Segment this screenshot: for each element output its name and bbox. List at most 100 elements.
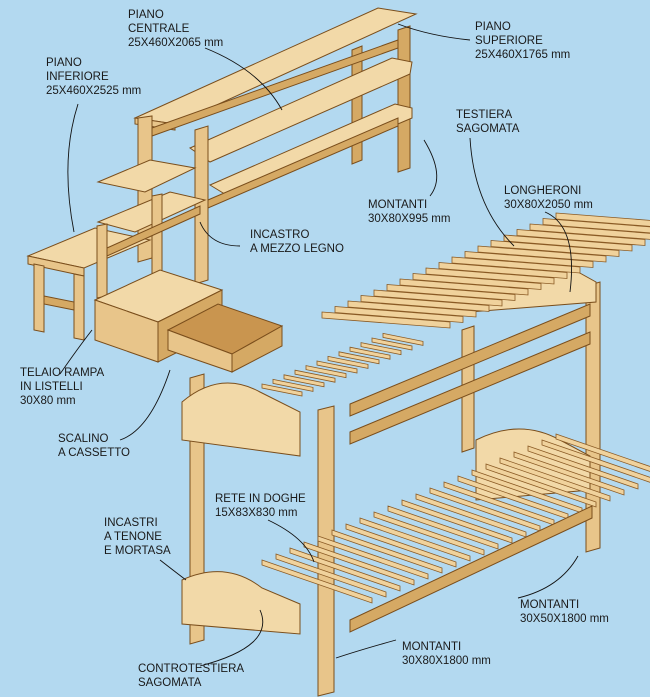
drawer-side — [231, 325, 283, 373]
slat — [359, 517, 471, 562]
leader-incastri — [159, 559, 187, 581]
label-line: 30X50X1800 mm — [520, 613, 609, 625]
slat — [305, 365, 347, 379]
label-line: SAGOMATA — [138, 677, 202, 689]
slat — [349, 346, 391, 360]
label-piano-inferiore: PIANO INFERIORE 25X460X2525 mm — [46, 56, 141, 98]
slat — [338, 351, 380, 365]
label-line: PIANO — [46, 57, 82, 69]
label-incastro: INCASTRO A MEZZO LEGNO — [250, 228, 344, 256]
drawer-step — [93, 269, 284, 373]
slat — [490, 240, 620, 257]
slat — [516, 229, 646, 246]
leader-lines — [59, 23, 579, 667]
top-slats — [321, 212, 650, 329]
label-piano-centrale: PIANO CENTRALE 25X460X2065 mm — [128, 8, 223, 50]
stair-rail — [43, 295, 75, 311]
label-line: 30X80X2050 mm — [504, 199, 593, 211]
slat — [529, 223, 650, 240]
label-line: A MEZZO LEGNO — [250, 243, 344, 255]
leader-testiera — [469, 137, 515, 247]
slat — [334, 306, 464, 323]
label-incastri: INCASTRI A TENONE E MORTASA — [104, 516, 171, 558]
label-piano-superiore: PIANO SUPERIORE 25X460X1765 mm — [475, 20, 570, 62]
leader-controtestiera — [199, 609, 264, 667]
label-line: E MORTASA — [104, 545, 171, 557]
label-line: LONGHERONI — [504, 185, 582, 197]
slat — [451, 256, 581, 274]
stair-rail — [106, 205, 201, 257]
slat — [485, 463, 597, 508]
label-longheroni: LONGHERONI 30X80X2050 mm — [504, 184, 593, 212]
label-line: A TENONE — [104, 531, 162, 543]
shelf-rail — [151, 39, 399, 137]
slat — [399, 278, 529, 296]
label-line: INCASTRO — [250, 229, 310, 241]
leader-rete — [267, 519, 315, 563]
label-line: SAGOMATA — [456, 123, 520, 135]
label-montanti-right: MONTANTI 30X50X1800 mm — [520, 598, 609, 626]
slat — [317, 535, 429, 580]
slat — [373, 511, 485, 556]
stair-board — [96, 159, 197, 193]
label-line: A CASSETTO — [58, 447, 131, 459]
label-line: IN LISTELLI — [20, 381, 83, 393]
label-scalino: SCALINO A CASSETTO — [58, 432, 130, 460]
label-line: PIANO — [475, 21, 511, 33]
slat — [261, 383, 303, 397]
label-line: MONTANTI — [520, 599, 580, 611]
label-line: 25X460X2525 mm — [46, 85, 142, 97]
slat — [331, 529, 443, 574]
slat — [503, 234, 633, 252]
label-line: 30X80X995 mm — [368, 213, 451, 225]
slat — [347, 300, 477, 318]
label-line: 25X460X1765 mm — [475, 49, 571, 61]
leader-incastro — [199, 221, 241, 247]
label-montanti-bottom: MONTANTI 30X80X1800 mm — [402, 640, 491, 668]
shelf-back-post — [397, 25, 411, 173]
testiera-left — [181, 382, 301, 457]
label-controtestiera: CONTROTESTIERA SAGOMATA — [138, 662, 244, 690]
label-montanti-top: MONTANTI 30X80X995 mm — [368, 198, 450, 226]
slat — [261, 559, 373, 604]
slat — [412, 273, 542, 290]
slat — [345, 523, 457, 568]
slat — [438, 262, 568, 279]
slat — [283, 374, 325, 388]
leader-montanti-bottom — [335, 639, 397, 659]
slat — [373, 289, 503, 307]
stair-leg — [33, 263, 45, 333]
slat — [527, 445, 639, 490]
slat — [387, 505, 499, 550]
label-line: 30X80 mm — [20, 395, 76, 407]
slat — [386, 284, 516, 301]
label-line: PIANO — [128, 9, 164, 21]
under-slats — [261, 332, 424, 397]
slat — [513, 451, 625, 496]
label-line: 30X80X1800 mm — [402, 655, 491, 667]
top-bunk — [181, 212, 650, 697]
label-testiera: TESTIERA SAGOMATA — [456, 108, 519, 136]
longherone — [349, 331, 591, 445]
slat — [477, 245, 607, 263]
label-line: TELAIO RAMPA — [20, 367, 105, 379]
slat — [371, 337, 413, 351]
slat — [464, 251, 594, 268]
label-line: 15X83X830 mm — [215, 507, 298, 519]
slat — [360, 342, 402, 356]
leader-montanti-top — [423, 139, 438, 197]
slat — [541, 439, 650, 483]
label-line: SCALINO — [58, 433, 109, 445]
longherone — [349, 303, 591, 417]
label-line: MONTANTI — [368, 199, 428, 211]
label-line: MONTANTI — [402, 641, 462, 653]
leader-piano-centrale — [204, 47, 283, 111]
controtestiera-board — [181, 571, 301, 635]
stair-leg — [73, 273, 85, 341]
stair-leg — [151, 193, 163, 281]
label-line: CONTROTESTIERA — [138, 663, 245, 675]
slat — [555, 212, 650, 227]
slat — [272, 378, 314, 392]
